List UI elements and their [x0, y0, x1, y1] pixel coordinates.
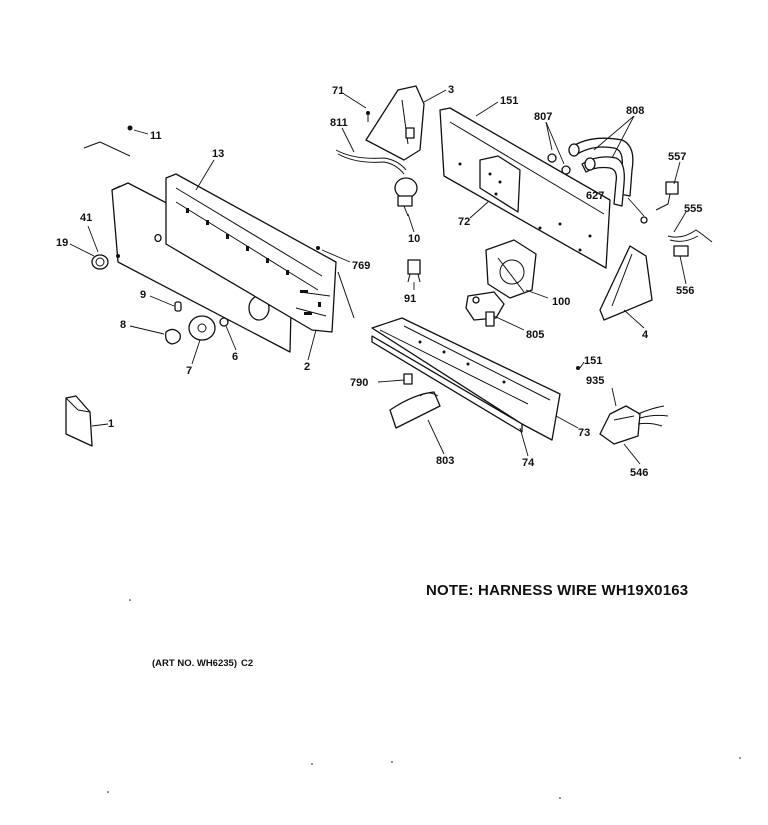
callout-7: 7	[186, 365, 192, 377]
callout-6: 6	[232, 351, 238, 363]
scan-specks	[107, 599, 741, 799]
callout-8: 8	[120, 319, 126, 331]
callout-808: 808	[626, 105, 644, 117]
callout-807: 807	[534, 111, 552, 123]
screws-11-769	[127, 125, 320, 250]
callout-2: 2	[304, 361, 310, 373]
callout-557: 557	[668, 151, 686, 163]
callout-73: 73	[578, 427, 590, 439]
part-811-hose	[335, 149, 407, 175]
callout-71: 71	[332, 85, 344, 97]
callout-556: 556	[676, 285, 694, 297]
callout-769: 769	[352, 260, 370, 272]
callout-9: 9	[140, 289, 146, 301]
part-13-backsplash-frame	[165, 173, 337, 333]
callout-803: 803	[436, 455, 454, 467]
leader-lines	[69, 89, 687, 465]
callout-19: 19	[56, 237, 68, 249]
part-807-808-fittings	[547, 137, 634, 207]
part-10-pressure-switch	[394, 177, 418, 217]
part-805-valve	[465, 291, 505, 327]
callout-91: 91	[404, 293, 416, 305]
callout-11: 11	[150, 130, 162, 142]
callout-41: 41	[80, 212, 92, 224]
callout-935: 935	[586, 375, 604, 387]
callout-74: 74	[522, 457, 535, 469]
callout-10: 10	[408, 233, 420, 245]
callout-1: 1	[108, 418, 114, 430]
part-8-9-7-6-timer-knob	[164, 301, 229, 345]
part-790-803-cover	[389, 373, 441, 429]
art-number-text: (ART NO. WH6235)	[152, 658, 237, 669]
part-72-rear-panel	[439, 107, 611, 269]
part-3-end-cap	[365, 85, 425, 161]
callout-4: 4	[642, 329, 649, 341]
callout-151: 151	[500, 95, 518, 107]
callout-labels: 71 3 151 807 808 811 11 13 41 19 10 72 5…	[56, 84, 702, 479]
callout-72: 72	[458, 216, 470, 228]
callout-790: 790	[350, 377, 368, 389]
parts-557-627-555-556	[640, 181, 713, 257]
callout-555: 555	[684, 203, 702, 215]
art-number-suffix: C2	[240, 658, 254, 669]
part-91-switch	[407, 259, 421, 283]
harness-wire-note: NOTE: HARNESS WIRE WH19X0163	[426, 582, 689, 599]
part-73-74-base-trim	[371, 317, 580, 441]
callout-805: 805	[526, 329, 544, 341]
callout-151b: 151	[584, 355, 602, 367]
callout-811: 811	[330, 117, 348, 129]
part-19-knob	[91, 254, 120, 270]
art-number: (ART NO. WH6235)C2	[152, 658, 257, 669]
callout-3: 3	[448, 84, 454, 96]
part-1-literature	[65, 395, 93, 447]
callout-13: 13	[212, 148, 224, 160]
callout-546: 546	[630, 467, 648, 479]
part-41-control-panel	[83, 141, 293, 353]
part-100-timer-housing	[485, 239, 537, 299]
part-4-end-bracket	[599, 245, 653, 321]
callout-100: 100	[552, 296, 570, 308]
part-546-harness	[599, 405, 669, 445]
callout-627: 627	[586, 190, 604, 202]
